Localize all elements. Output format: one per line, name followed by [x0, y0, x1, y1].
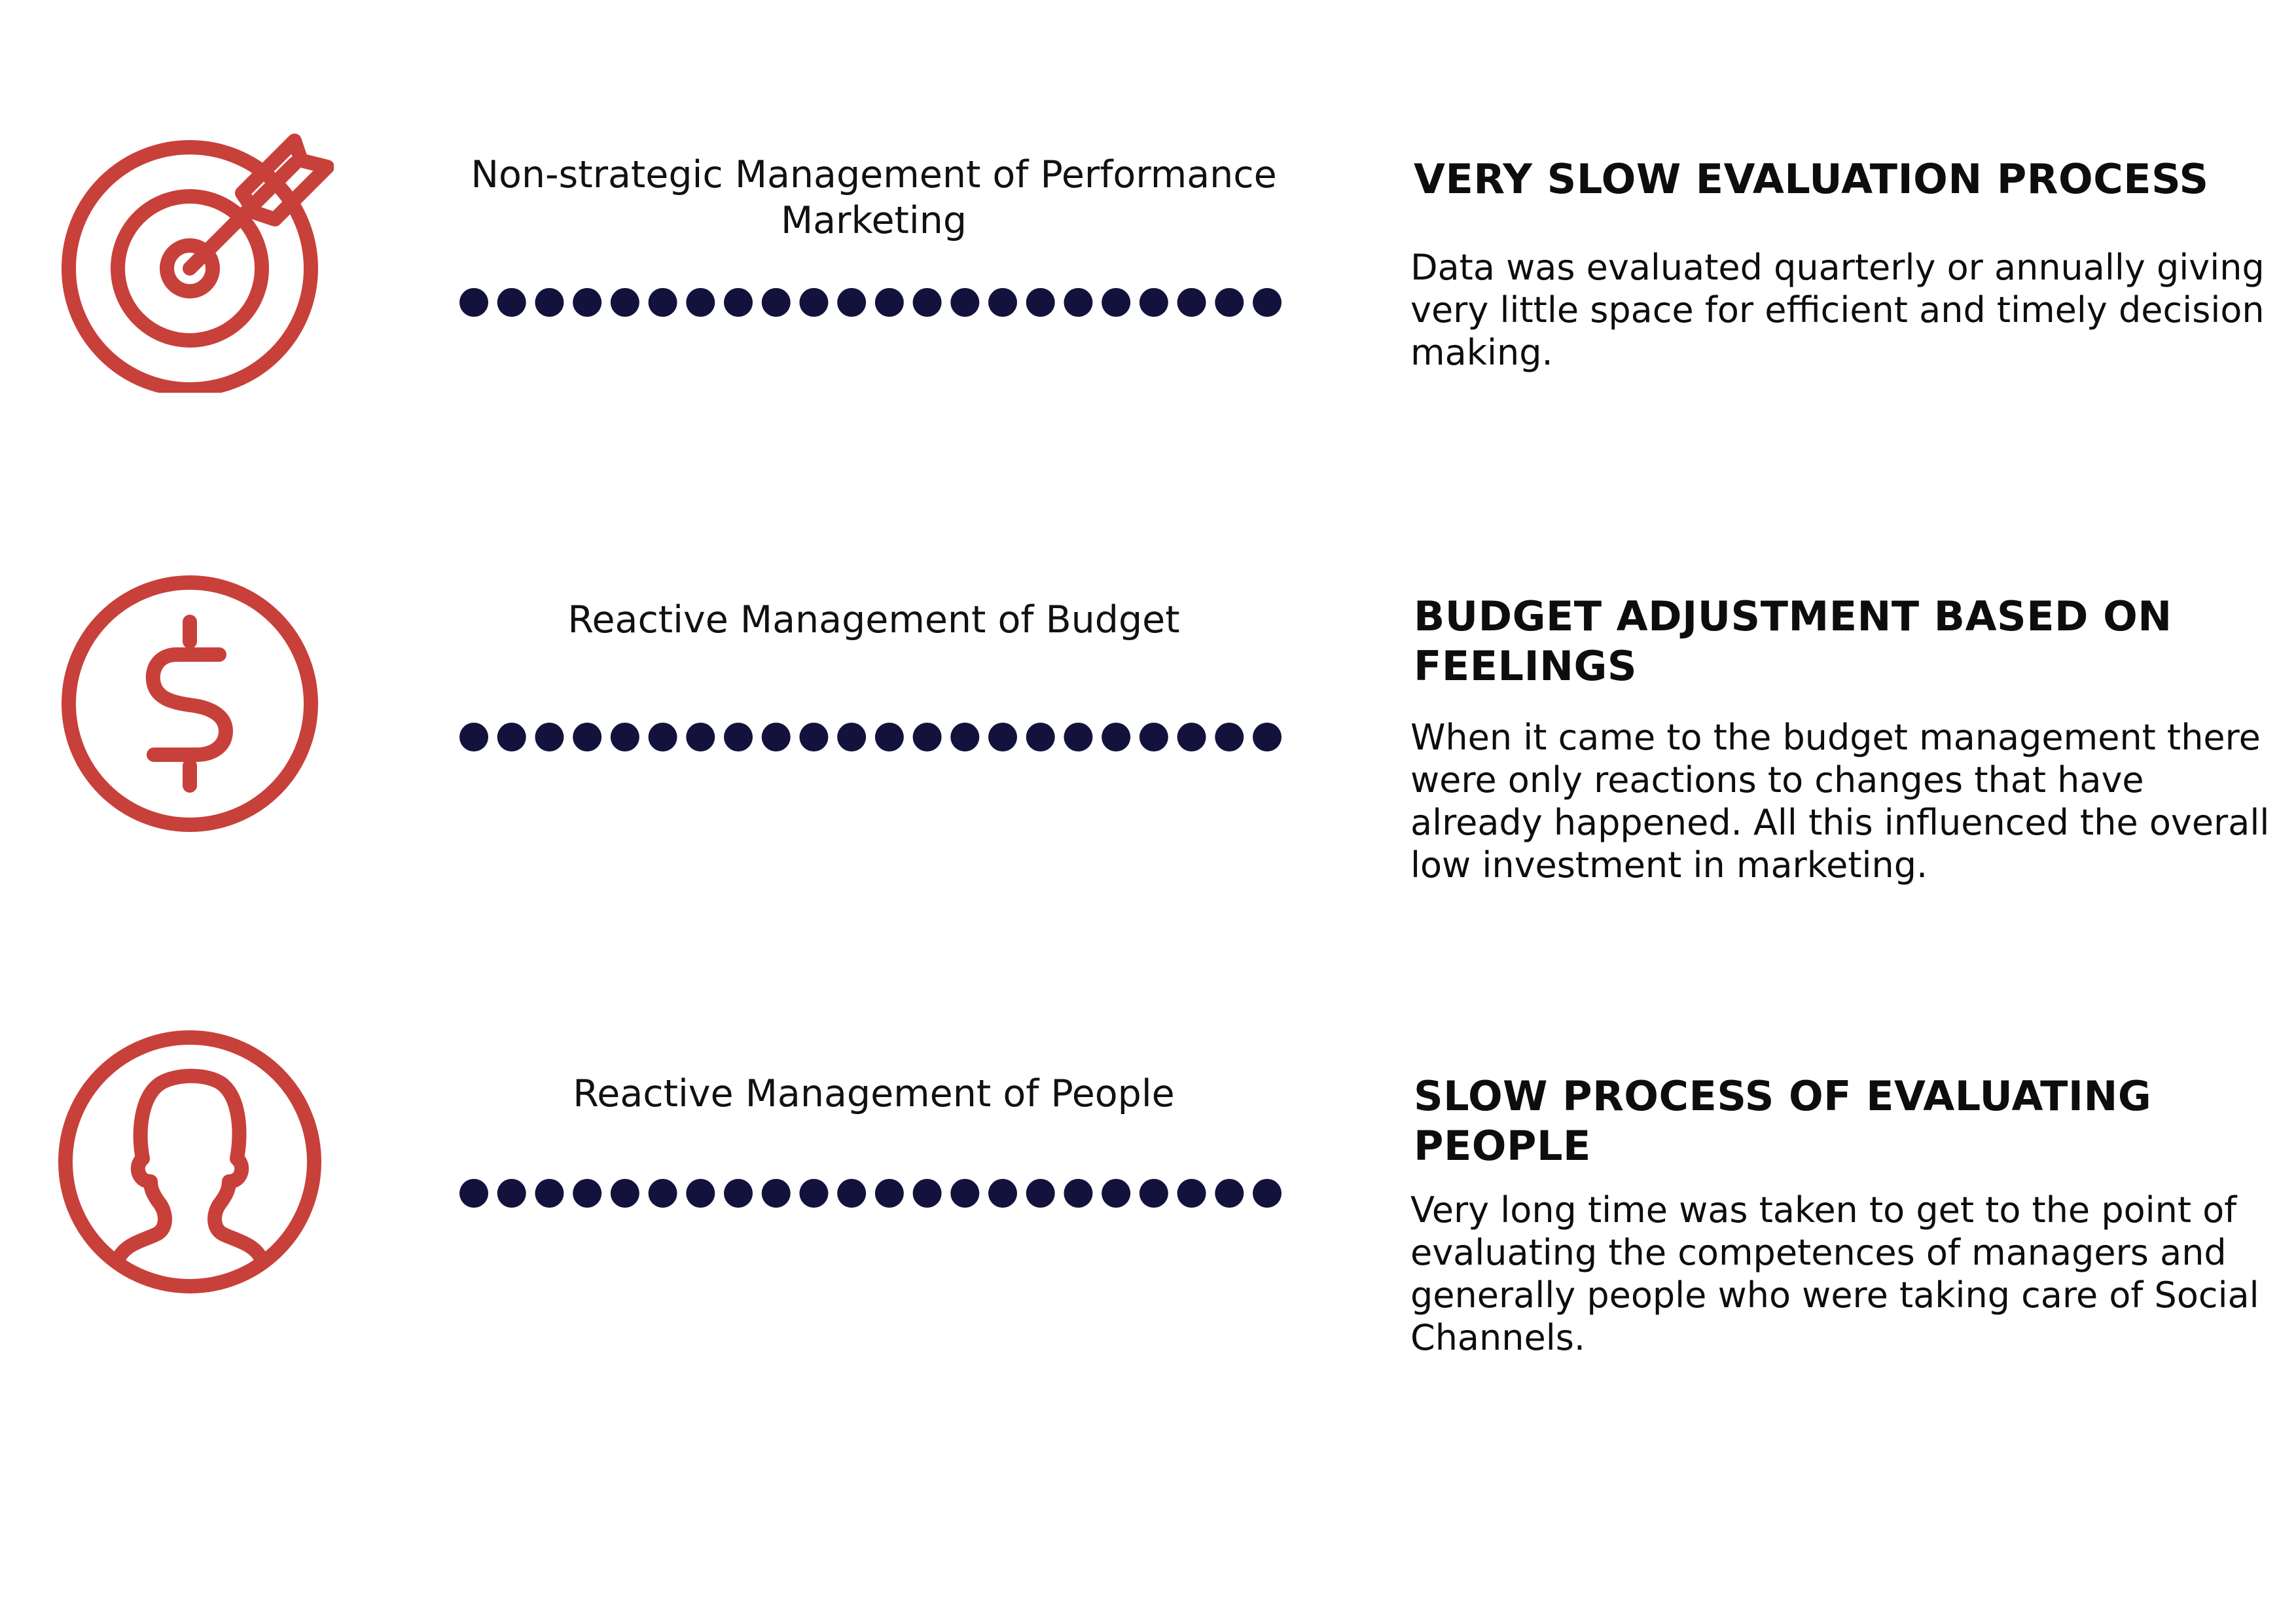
leader-dot	[648, 288, 677, 317]
target-arrow-icon	[46, 105, 334, 393]
leader-dot	[950, 288, 980, 317]
leader-dot	[535, 288, 564, 317]
leader-dot	[1215, 723, 1244, 751]
leader-dot	[837, 723, 867, 751]
leader-dot	[950, 723, 980, 751]
leader-dot	[497, 723, 526, 751]
leader-dot	[573, 1179, 602, 1208]
leader-dot	[573, 288, 602, 317]
leader-dot	[1139, 288, 1168, 317]
leader-dot	[1026, 723, 1055, 751]
leader-dot	[799, 288, 829, 317]
leader-dot	[1215, 1179, 1244, 1208]
leader-dot	[610, 288, 639, 317]
leader-dot	[1102, 723, 1131, 751]
leader-dot	[1253, 723, 1282, 751]
leader-dot	[874, 1179, 904, 1208]
leader-dot	[761, 1179, 791, 1208]
leader-dot	[686, 1179, 715, 1208]
leader-dot	[1139, 1179, 1168, 1208]
leader-dot	[950, 1179, 980, 1208]
leader-dot	[988, 288, 1017, 317]
leader-dot	[648, 723, 677, 751]
leader-dot	[799, 723, 829, 751]
leader-dot	[1064, 723, 1093, 751]
leader-dot	[1215, 288, 1244, 317]
dot-leader	[458, 1176, 1283, 1210]
leader-dot	[497, 288, 526, 317]
leader-dot	[799, 1179, 829, 1208]
leader-dot	[1253, 288, 1282, 317]
leader-dot	[837, 288, 867, 317]
leader-dot	[610, 1179, 639, 1208]
leader-dot	[1177, 1179, 1206, 1208]
leader-dot	[459, 1179, 488, 1208]
leader-dot	[573, 723, 602, 751]
leader-dot	[988, 1179, 1017, 1208]
row-heading: VERY SLOW EVALUATION PROCESS	[1414, 155, 2209, 203]
leader-dot	[1177, 288, 1206, 317]
leader-dot	[761, 723, 791, 751]
leader-dot	[912, 723, 942, 751]
leader-dot	[874, 288, 904, 317]
leader-dot	[686, 288, 715, 317]
leader-dot	[1064, 1179, 1093, 1208]
leader-dot	[761, 288, 791, 317]
row-label: Reactive Management of Budget	[567, 598, 1180, 641]
leader-dot	[912, 288, 942, 317]
leader-dot	[724, 288, 753, 317]
row-label: Non-strategic Management of Performance …	[471, 153, 1277, 242]
leader-dot	[1102, 1179, 1131, 1208]
leader-dot	[610, 723, 639, 751]
row-heading: BUDGET ADJUSTMENT BASED ON FEELINGS	[1414, 592, 2172, 690]
leader-dot	[912, 1179, 942, 1208]
row-description: Data was evaluated quarterly or annually…	[1410, 247, 2265, 373]
leader-dot	[1026, 288, 1055, 317]
leader-dot	[648, 1179, 677, 1208]
leader-dot	[837, 1179, 867, 1208]
row-heading: SLOW PROCESS OF EVALUATING PEOPLE	[1414, 1072, 2152, 1170]
leader-dot	[459, 723, 488, 751]
leader-dot	[459, 288, 488, 317]
dot-leader	[458, 285, 1283, 319]
leader-dot	[724, 723, 753, 751]
leader-dot	[535, 1179, 564, 1208]
leader-dot	[988, 723, 1017, 751]
leader-dot	[1139, 723, 1168, 751]
leader-dot	[535, 723, 564, 751]
leader-dot	[724, 1179, 753, 1208]
leader-dot	[1253, 1179, 1282, 1208]
leader-dot	[874, 723, 904, 751]
dot-leader	[458, 720, 1283, 754]
row-description: Very long time was taken to get to the p…	[1410, 1189, 2259, 1358]
row-label: Reactive Management of People	[573, 1072, 1175, 1115]
leader-dot	[1102, 288, 1131, 317]
leader-dot	[1177, 723, 1206, 751]
dollar-circle-icon	[46, 560, 334, 848]
leader-dot	[1026, 1179, 1055, 1208]
leader-dot	[686, 723, 715, 751]
leader-dot	[497, 1179, 526, 1208]
person-circle-icon	[46, 1018, 334, 1306]
row-description: When it came to the budget management th…	[1410, 717, 2270, 886]
leader-dot	[1064, 288, 1093, 317]
